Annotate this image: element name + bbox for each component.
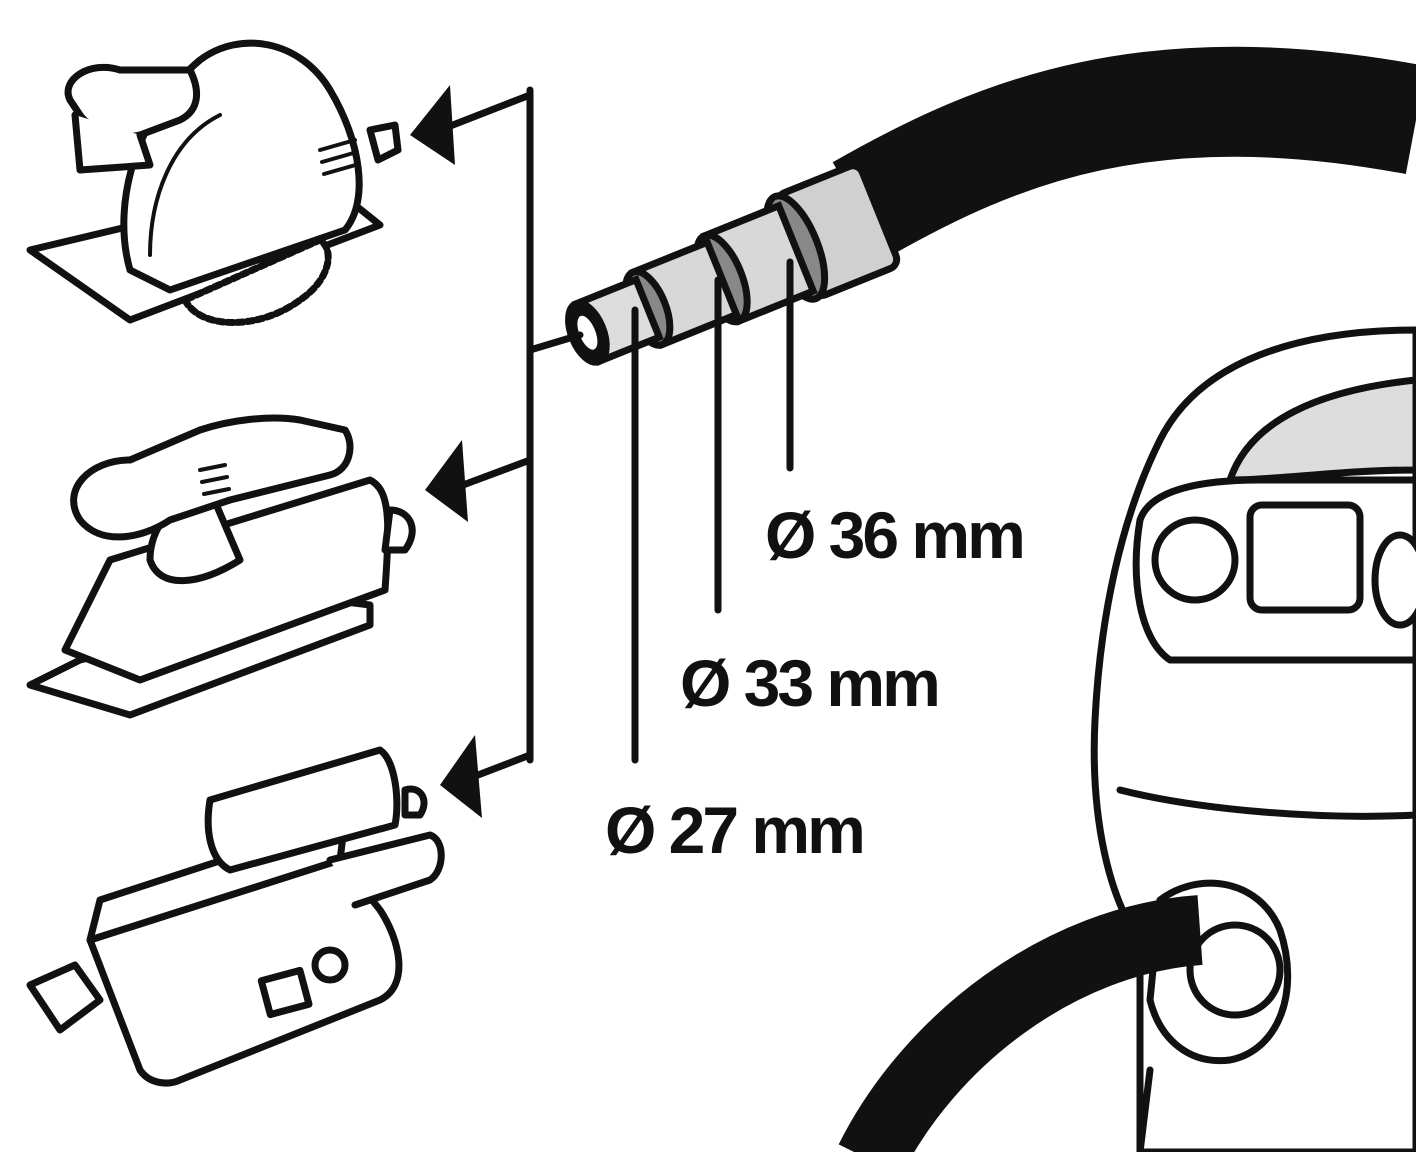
orbital-sander-icon bbox=[26, 414, 416, 719]
arrow-to-circular-saw bbox=[410, 85, 455, 165]
circular-saw-icon bbox=[26, 39, 402, 326]
vacuum-hose-upper bbox=[832, 46, 1416, 258]
arrow-to-belt-sander bbox=[440, 735, 482, 818]
label-diameter-33: Ø 33 mm bbox=[680, 646, 938, 720]
label-diameter-36: Ø 36 mm bbox=[765, 498, 1023, 572]
vacuum-cleaner bbox=[1090, 326, 1416, 1152]
connector-bracket bbox=[436, 86, 584, 784]
hose-adapters bbox=[565, 162, 901, 367]
label-diameter-27: Ø 27 mm bbox=[605, 793, 863, 867]
belt-sander-icon bbox=[26, 746, 445, 1087]
arrow-to-orbital-sander bbox=[425, 440, 468, 522]
vacuum-hose-lower bbox=[838, 895, 1204, 1152]
